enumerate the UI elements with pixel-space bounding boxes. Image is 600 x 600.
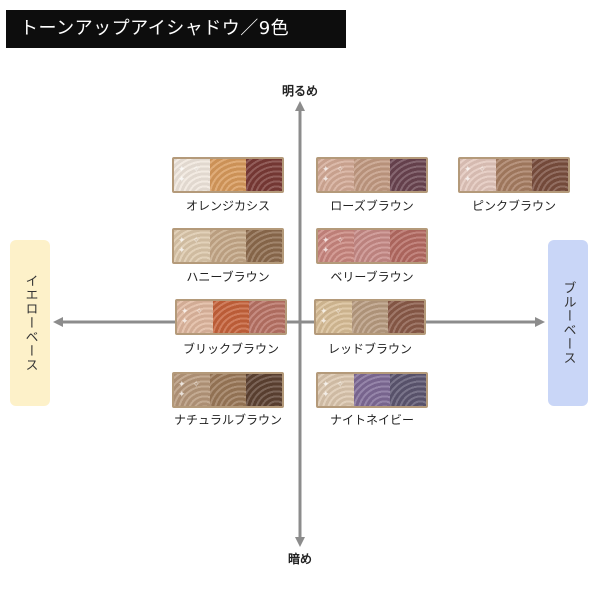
palette-night-navy xyxy=(316,372,428,408)
palette-label: ベリーブラウン xyxy=(330,270,414,284)
palette-orange-cassis xyxy=(172,157,284,193)
palette-label: オレンジカシス xyxy=(185,199,270,213)
axis-top-label: 明るめ xyxy=(282,84,319,98)
pan xyxy=(460,159,496,191)
pan xyxy=(354,374,390,406)
pan xyxy=(318,159,354,191)
palette-rose-brown xyxy=(316,157,428,193)
pan xyxy=(246,230,282,262)
pan xyxy=(388,301,424,333)
palette-brick-brown xyxy=(175,299,287,335)
pan xyxy=(390,230,426,262)
page-title: トーンアップアイシャドウ／9色 xyxy=(6,10,346,48)
pan xyxy=(177,301,213,333)
pan xyxy=(316,301,352,333)
palette-label: ナイトネイビー xyxy=(329,413,414,427)
pan xyxy=(174,159,210,191)
palette-natural-brown xyxy=(172,372,284,408)
pan xyxy=(496,159,532,191)
palette-label: ハニーブラウン xyxy=(186,270,270,284)
pan xyxy=(354,159,390,191)
pan xyxy=(354,230,390,262)
palette-pink-brown xyxy=(458,157,570,193)
palette-label: ナチュラルブラウン xyxy=(173,413,282,427)
pan xyxy=(174,374,210,406)
pan xyxy=(210,374,246,406)
pan xyxy=(210,230,246,262)
pan xyxy=(213,301,249,333)
palette-label: レッドブラウン xyxy=(327,342,412,356)
pan xyxy=(390,159,426,191)
pan xyxy=(390,374,426,406)
yellow-base-label: イエローベース xyxy=(10,240,50,406)
axis-bottom-label: 暗め xyxy=(288,552,313,566)
palette-label: ローズブラウン xyxy=(330,199,414,213)
palette-label: ピンクブラウン xyxy=(471,199,556,213)
pan xyxy=(210,159,246,191)
palette-berry-brown xyxy=(316,228,428,264)
pan xyxy=(532,159,568,191)
pan xyxy=(246,159,282,191)
pan xyxy=(318,374,354,406)
blue-base-label: ブルーベース xyxy=(548,240,588,406)
pan xyxy=(318,230,354,262)
pan xyxy=(249,301,285,333)
palette-red-brown xyxy=(314,299,426,335)
pan xyxy=(246,374,282,406)
palette-honey-brown xyxy=(172,228,284,264)
pan xyxy=(174,230,210,262)
palette-label: ブリックブラウン xyxy=(182,342,279,356)
pan xyxy=(352,301,388,333)
